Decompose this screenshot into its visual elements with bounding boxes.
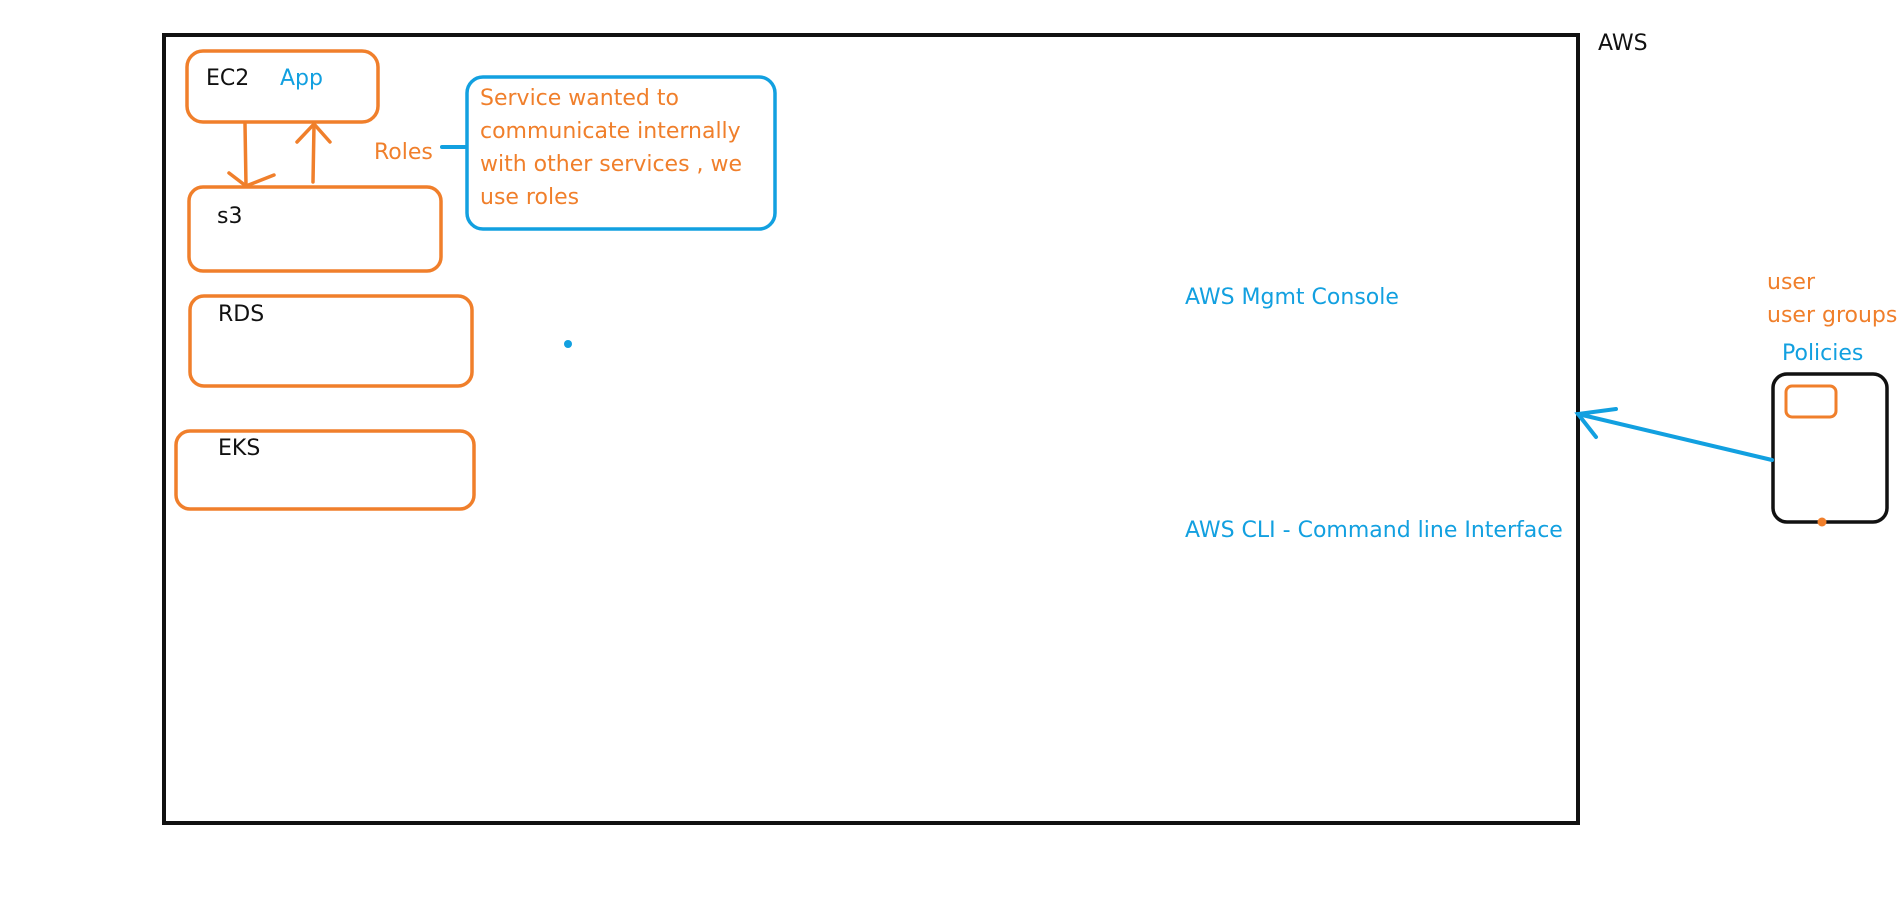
roles-note-box: [465, 75, 777, 231]
user-label: user: [1767, 270, 1815, 295]
rds-label: RDS: [218, 302, 265, 327]
ec2-box: [185, 49, 380, 124]
phone-icon: [1771, 372, 1889, 524]
ec2-to-s3-arrow: [227, 122, 276, 188]
phone-screen-icon: [1784, 384, 1838, 419]
aws-container-label: AWS: [1598, 31, 1648, 56]
phone-button-icon: [1817, 517, 1827, 527]
arrow-icon: [1574, 407, 1774, 462]
roles-note-line: Service wanted to: [480, 86, 679, 111]
roles-note-text: Service wanted to communicate internally…: [480, 82, 770, 214]
aws-boundary-box: [162, 33, 1580, 825]
mgmt-console-label: AWS Mgmt Console: [1185, 285, 1399, 310]
user-groups-label: user groups: [1767, 303, 1898, 328]
policies-label: Policies: [1782, 341, 1864, 366]
blue-dot: [564, 340, 572, 348]
s3-to-ec2-arrow: [295, 121, 332, 184]
cli-label: AWS CLI - Command line Interface: [1185, 518, 1563, 543]
app-label: App: [280, 66, 323, 91]
s3-box: [187, 185, 443, 273]
ec2-label: EC2: [206, 66, 250, 91]
eks-label: EKS: [218, 436, 261, 461]
roles-label: Roles: [374, 140, 433, 165]
roles-note-line: with other services , we: [480, 152, 743, 177]
roles-note-line: use roles: [480, 185, 580, 210]
rds-box: [188, 294, 474, 388]
roles-note-line: communicate internally: [480, 119, 741, 144]
s3-label: s3: [217, 204, 243, 229]
eks-box: [174, 429, 476, 511]
